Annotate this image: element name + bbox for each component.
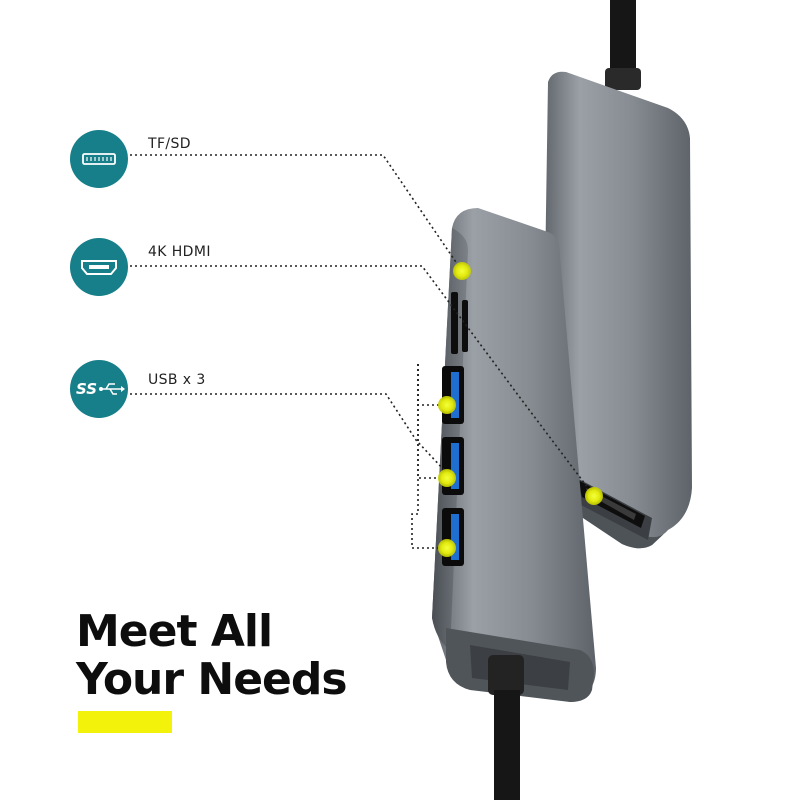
sd-card-slot-icon: [70, 130, 128, 188]
usb-superspeed-icon: SS: [70, 360, 128, 418]
marker-usb-2: [438, 469, 456, 487]
highlight-markers: [438, 262, 603, 557]
hdmi-port-icon: [70, 238, 128, 296]
marker-usb-3: [438, 539, 456, 557]
accent-bar: [78, 711, 172, 733]
leader-lines: [130, 154, 595, 549]
bottom-cable: [494, 690, 520, 800]
usb-ports: [442, 366, 464, 566]
feature-label-tf-sd: TF/SD: [148, 136, 191, 152]
svg-text:SS: SS: [76, 380, 97, 398]
headline: Meet All Your Needs: [76, 606, 348, 705]
marker-hdmi: [585, 487, 603, 505]
headline-line-2: Your Needs: [76, 654, 348, 705]
marker-usb-1: [438, 396, 456, 414]
headline-line-1: Meet All: [76, 606, 273, 657]
marker-tf-sd: [453, 262, 471, 280]
feature-label-usb: USB x 3: [148, 372, 206, 388]
feature-label-4k-hdmi: 4K HDMI: [148, 244, 211, 260]
top-cable: [610, 0, 636, 80]
